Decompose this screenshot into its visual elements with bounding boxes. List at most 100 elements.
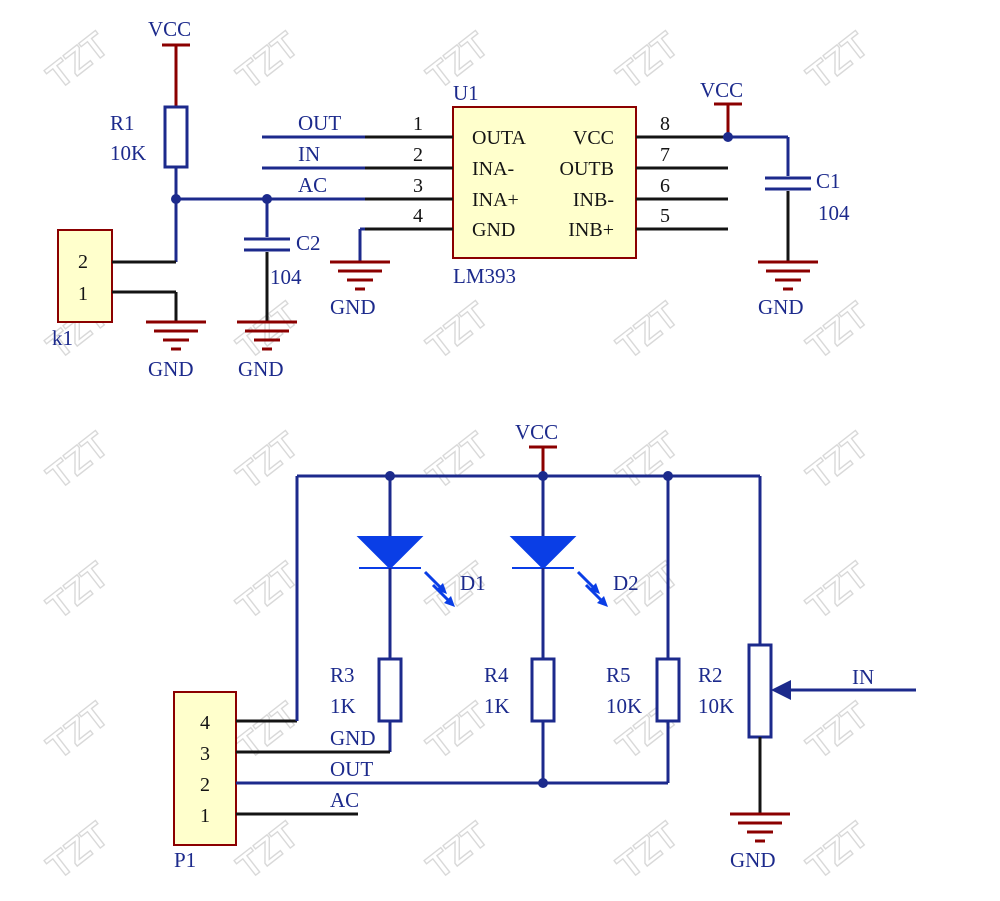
net-out-label-p1: OUT <box>330 757 373 781</box>
watermark-tile: TZT <box>39 424 116 497</box>
u1-pin2-name: INA- <box>472 158 514 180</box>
led-d1-emission-arrows <box>423 570 455 607</box>
u1-pin1-name: OUTA <box>472 127 527 149</box>
gnd-symbol-k1 <box>146 320 206 351</box>
gnd-label-u1: GND <box>330 295 376 319</box>
watermark-tile: TZT <box>799 694 876 767</box>
gnd-label-r2: GND <box>730 848 776 872</box>
watermark-tile: TZT <box>229 424 306 497</box>
r1-designator: R1 <box>110 111 135 135</box>
junction-out-r4 <box>538 778 548 788</box>
gnd-label-k1: GND <box>148 357 194 381</box>
watermark-tile: TZT <box>229 24 306 97</box>
c1-value: 104 <box>818 201 850 225</box>
p1-pin-3: 3 <box>200 743 210 765</box>
u1-pin6-name: INB- <box>573 189 614 211</box>
watermark-tile: TZT <box>229 554 306 627</box>
net-out-label: OUT <box>298 111 341 135</box>
watermark-tile: TZT <box>609 24 686 97</box>
u1-pin2-number: 2 <box>413 144 423 166</box>
net-in-label: IN <box>298 142 320 166</box>
u1-pin1-number: 1 <box>413 113 423 135</box>
r5-designator: R5 <box>606 663 631 687</box>
resistor-r3 <box>377 657 403 723</box>
watermark-tile: TZT <box>799 294 876 367</box>
gnd-symbol-c1 <box>758 260 818 291</box>
led-d1 <box>356 536 424 570</box>
net-ac-label-p1: AC <box>330 788 359 812</box>
c2-value: 104 <box>270 265 302 289</box>
net-gnd-label-p1: GND <box>330 726 376 750</box>
watermark-tile: TZT <box>39 694 116 767</box>
u1-pin4-name: GND <box>472 219 515 241</box>
d2-designator: D2 <box>613 571 639 595</box>
net-in-label-r2: IN <box>852 665 874 689</box>
r3-value: 1K <box>330 694 356 718</box>
resistor-r1 <box>163 105 189 169</box>
vcc-label-bottom: VCC <box>515 420 558 444</box>
u1-pin3-name: INA+ <box>472 189 519 211</box>
u1-pin7-number: 7 <box>660 144 670 166</box>
c1-designator: C1 <box>816 169 841 193</box>
u1-designator: U1 <box>453 81 479 105</box>
k1-pin-1: 1 <box>78 283 88 305</box>
p1-pin-1: 1 <box>200 805 210 827</box>
p1-pin-2: 2 <box>200 774 210 796</box>
r2-value: 10K <box>698 694 734 718</box>
watermark-tile: TZT <box>419 424 496 497</box>
u1-pin3-number: 3 <box>413 175 423 197</box>
watermark-tile: TZT <box>799 24 876 97</box>
watermark-tile: TZT <box>229 814 306 887</box>
k1-designator: k1 <box>52 326 73 350</box>
gnd-symbol-c2 <box>237 320 297 351</box>
u1-pin8-name: VCC <box>573 127 614 149</box>
gnd-label-c2: GND <box>238 357 284 381</box>
r2-wiper-arrow <box>771 680 791 700</box>
connector-k1 <box>57 229 113 323</box>
watermark-tile: TZT <box>609 294 686 367</box>
resistor-r5 <box>655 657 681 723</box>
led-d2-emission-arrows <box>576 570 608 607</box>
r3-designator: R3 <box>330 663 355 687</box>
watermark-tile: TZT <box>39 554 116 627</box>
watermark-tile: TZT <box>799 814 876 887</box>
u1-pin4-number: 4 <box>413 205 423 227</box>
k1-pin-2: 2 <box>78 251 88 273</box>
watermark-tile: TZT <box>39 814 116 887</box>
watermark-tile: TZT <box>419 294 496 367</box>
resistor-r4 <box>530 657 556 723</box>
d1-designator: D1 <box>460 571 486 595</box>
p1-pin-4: 4 <box>200 712 210 734</box>
p1-designator: P1 <box>174 848 196 872</box>
r4-designator: R4 <box>484 663 509 687</box>
watermark-tile: TZT <box>609 424 686 497</box>
u1-pin5-name: INB+ <box>568 219 614 241</box>
net-ac-label: AC <box>298 173 327 197</box>
gnd-symbol-r2 <box>730 812 790 843</box>
watermark-tile: TZT <box>419 814 496 887</box>
c2-designator: C2 <box>296 231 321 255</box>
potentiometer-r2 <box>747 643 773 739</box>
junction-r1 <box>171 194 181 204</box>
u1-pin7-name: OUTB <box>560 158 614 180</box>
vcc-symbol-u1 <box>714 102 742 137</box>
gnd-symbol-u1 <box>330 260 390 291</box>
r5-value: 10K <box>606 694 642 718</box>
watermark-tile: TZT <box>609 814 686 887</box>
watermark-tile: TZT <box>39 24 116 97</box>
vcc-label-r1: VCC <box>148 17 191 41</box>
u1-pin8-number: 8 <box>660 113 670 135</box>
watermark-tile: TZT <box>229 694 306 767</box>
r1-value: 10K <box>110 141 146 165</box>
connector-p1 <box>173 691 237 846</box>
u1-pin6-number: 6 <box>660 175 670 197</box>
led-d2 <box>509 536 577 570</box>
u1-pin5-number: 5 <box>660 205 670 227</box>
ic-u1-body <box>452 106 637 259</box>
vcc-label-u1: VCC <box>700 78 743 102</box>
r4-value: 1K <box>484 694 510 718</box>
watermark-tile: TZT <box>799 554 876 627</box>
watermark-tile: TZT <box>799 424 876 497</box>
u1-part: LM393 <box>453 264 516 288</box>
